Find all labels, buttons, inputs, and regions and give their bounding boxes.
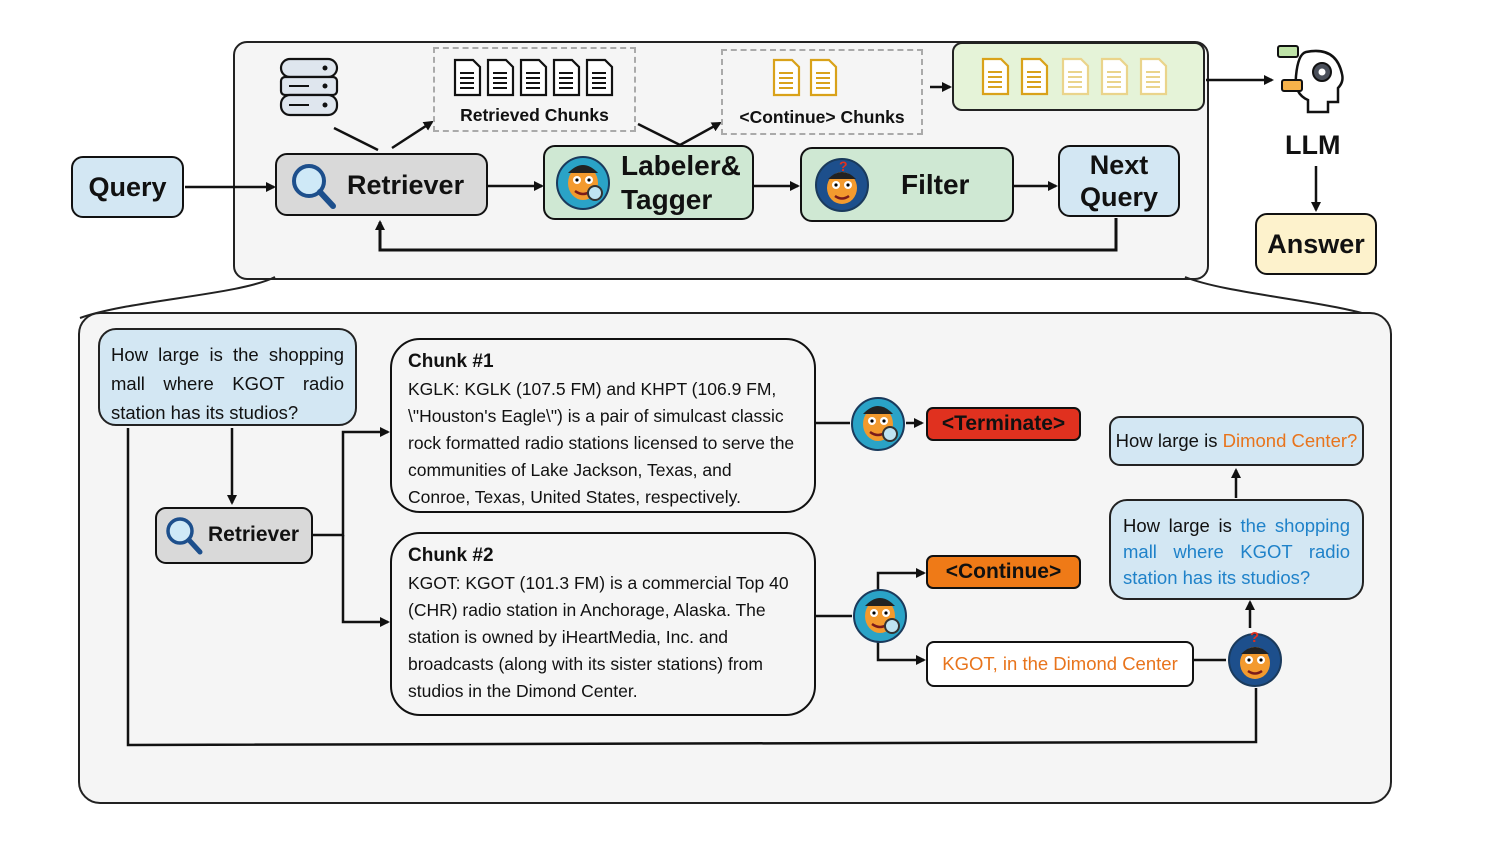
chunk2-card: Chunk #2 KGOT: KGOT (101.3 FM) is a comm… bbox=[390, 532, 816, 716]
magnifier-icon bbox=[166, 517, 203, 555]
arrow-loop-back bbox=[375, 218, 1118, 252]
document-icon bbox=[453, 58, 614, 97]
terminate-tag: <Terminate> bbox=[926, 407, 1081, 441]
agent-avatar-icon bbox=[853, 589, 907, 643]
chunk2-title: Chunk #2 bbox=[408, 545, 494, 566]
answer-box: Answer bbox=[1255, 213, 1377, 275]
rewritten-question-box: How large is the shopping mall where KGO… bbox=[1109, 499, 1364, 600]
zoom-curve-left bbox=[79, 276, 276, 319]
tagger-label: Tagger bbox=[621, 184, 713, 215]
chunk1-text: KGLK: KGLK (107.5 FM) and KHPT (106.9 FM… bbox=[408, 379, 795, 507]
line-db-retriever bbox=[333, 126, 379, 152]
query2-label: Query bbox=[1079, 182, 1159, 212]
extracted-info-box: KGOT, in the Dimond Center bbox=[926, 641, 1194, 687]
line-retrieved-labeler bbox=[637, 122, 681, 147]
document-icon bbox=[981, 57, 1168, 96]
rewritten-prefix: How large is bbox=[1123, 515, 1241, 536]
query-box: Query bbox=[71, 156, 184, 218]
chunk1-card: Chunk #1 KGLK: KGLK (107.5 FM) and KHPT … bbox=[390, 338, 816, 513]
agent-avatar-icon: ? bbox=[815, 158, 869, 212]
accumulated-chunks-box bbox=[952, 42, 1205, 111]
svg-text:?: ? bbox=[1250, 629, 1259, 646]
chunk2-text: KGOT: KGOT (101.3 FM) is a commercial To… bbox=[408, 573, 789, 701]
continue-label: <Continue> bbox=[945, 560, 1062, 583]
arrow-to-extracted bbox=[876, 642, 926, 665]
next-question-highlight: Dimond Center? bbox=[1222, 430, 1358, 451]
llm-label: LLM bbox=[1285, 130, 1341, 160]
magnifier-icon bbox=[292, 164, 336, 209]
retriever-label: Retriever bbox=[347, 170, 465, 200]
arrow-to-chunk2 bbox=[341, 535, 390, 627]
line-question-loop bbox=[126, 428, 1258, 747]
labeler-label: Labeler& bbox=[621, 150, 741, 181]
arrow-to-chunk1 bbox=[313, 427, 390, 537]
retriever-box: Retriever bbox=[275, 153, 488, 216]
question-box: How large is the shopping mall where KGO… bbox=[98, 328, 357, 426]
extracted-text: KGOT, in the Dimond Center bbox=[942, 653, 1178, 674]
agent-avatar-icon bbox=[556, 156, 610, 210]
labeler-tagger-box: Labeler& Tagger bbox=[543, 145, 754, 220]
retrieved-chunks-box: Retrieved Chunks bbox=[433, 47, 636, 132]
terminate-label: <Terminate> bbox=[941, 412, 1066, 435]
filter-label: Filter bbox=[901, 169, 970, 200]
continue-tag: <Continue> bbox=[926, 555, 1081, 589]
retrieved-chunks-label: Retrieved Chunks bbox=[460, 105, 609, 125]
next-query-box: Next Query bbox=[1058, 145, 1180, 217]
llm-head-icon bbox=[1277, 45, 1344, 114]
svg-text:?: ? bbox=[839, 158, 848, 174]
arrow-to-continue bbox=[876, 568, 926, 590]
document-icon bbox=[772, 58, 838, 97]
next-question-prefix: How large is bbox=[1115, 430, 1218, 451]
query-label: Query bbox=[88, 171, 167, 202]
arrow-to-continue bbox=[679, 121, 722, 147]
rewritten-highlight: the shopping mall where KGOT radio stati… bbox=[1123, 515, 1350, 588]
next-label: Next bbox=[1089, 150, 1149, 180]
filter-box: ? Filter bbox=[800, 147, 1014, 222]
chunk1-title: Chunk #1 bbox=[408, 351, 494, 372]
retriever-small-label: Retriever bbox=[208, 523, 300, 546]
agent-avatar-icon bbox=[851, 397, 905, 451]
retriever-small-box: Retriever bbox=[155, 507, 313, 564]
database-icon bbox=[279, 57, 339, 117]
agent-avatar-icon: ? bbox=[1228, 629, 1282, 687]
question-text: How large is the shopping mall where KGO… bbox=[111, 344, 344, 423]
continue-chunks-box: <Continue> Chunks bbox=[721, 49, 923, 135]
answer-label: Answer bbox=[1267, 228, 1365, 259]
arrow-to-retrieved bbox=[391, 120, 434, 150]
continue-chunks-label: <Continue> Chunks bbox=[739, 107, 905, 127]
next-question-box: How large is Dimond Center? bbox=[1109, 416, 1364, 466]
